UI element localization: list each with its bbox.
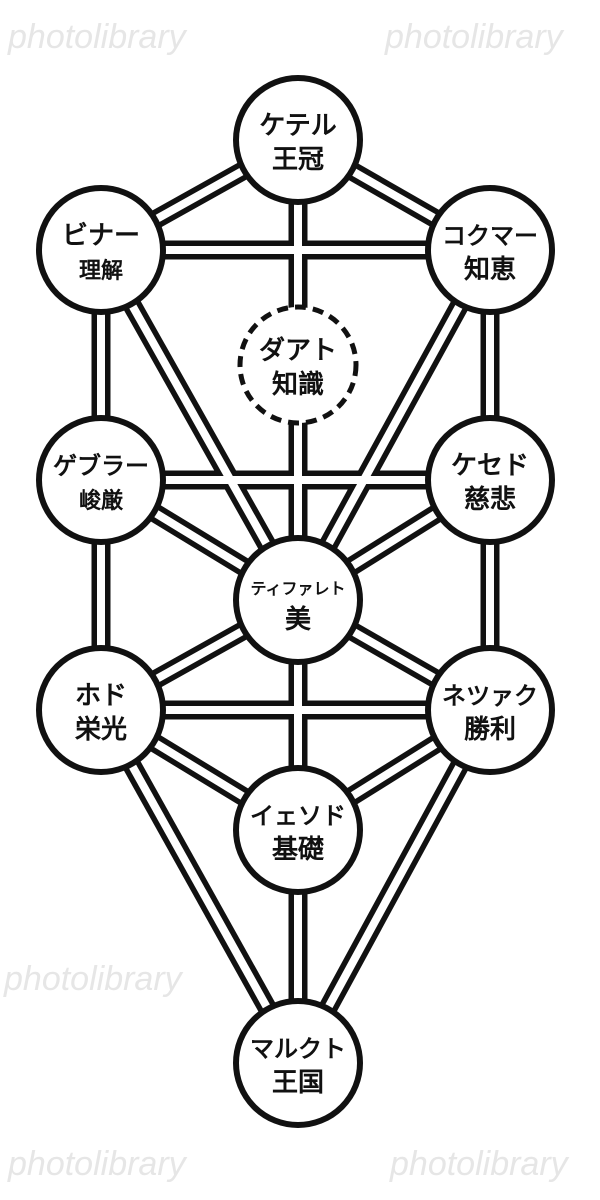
node-meaning: 基礎 [272,835,324,865]
node-circle [233,765,363,895]
node-name: ゲブラー [53,452,149,480]
node-meaning: 王国 [272,1068,324,1098]
node-circle [425,415,555,545]
node-circle [425,185,555,315]
path-chokmah-tiferet-inner [294,248,494,602]
node-meaning: 栄光 [74,715,127,745]
node-meaning: 王冠 [272,145,324,175]
node-circle [36,645,166,775]
node-name: イェソド [250,802,346,830]
watermarks: photolibrary photolibrary photolibrary phot… [3,18,570,1183]
path-hod-malkuth-inner [97,708,302,1065]
path-netzach-malkuth-inner [294,708,494,1065]
node-name: ティファレト [250,579,345,598]
node-circle [233,535,363,665]
node-name: ホド [75,681,127,711]
node-name: マルクト [250,1035,346,1063]
node-meaning: 慈悲 [464,484,516,515]
node-circle [233,998,363,1128]
watermark-text: photolibrary [7,18,188,56]
node-meaning: 理解 [79,258,123,284]
node-name: ダアト [259,335,337,366]
node-name: コクマー [442,222,538,250]
path-binah-tiferet-inner [97,248,302,602]
watermark-text: photolibrary [384,18,565,56]
watermark-text: photolibrary [7,1145,188,1183]
node-meaning: 知恵 [464,255,516,285]
watermark-text: photolibrary [389,1145,570,1183]
node-name: ビナー [62,221,140,251]
node-meaning: 知識 [272,370,324,400]
node-meaning: 勝利 [464,715,516,745]
node-circle [36,415,166,545]
node-name: ケセド [451,451,529,481]
node-meaning: 峻厳 [79,488,124,514]
node-name: ケテル [259,111,336,141]
node-circle [425,645,555,775]
node-circle [36,185,166,315]
watermark-text: photolibrary [3,960,184,998]
node-circle [237,304,359,426]
node-meaning: 美 [285,604,311,635]
node-name: ネツァク [442,682,538,710]
node-circle [233,75,363,205]
